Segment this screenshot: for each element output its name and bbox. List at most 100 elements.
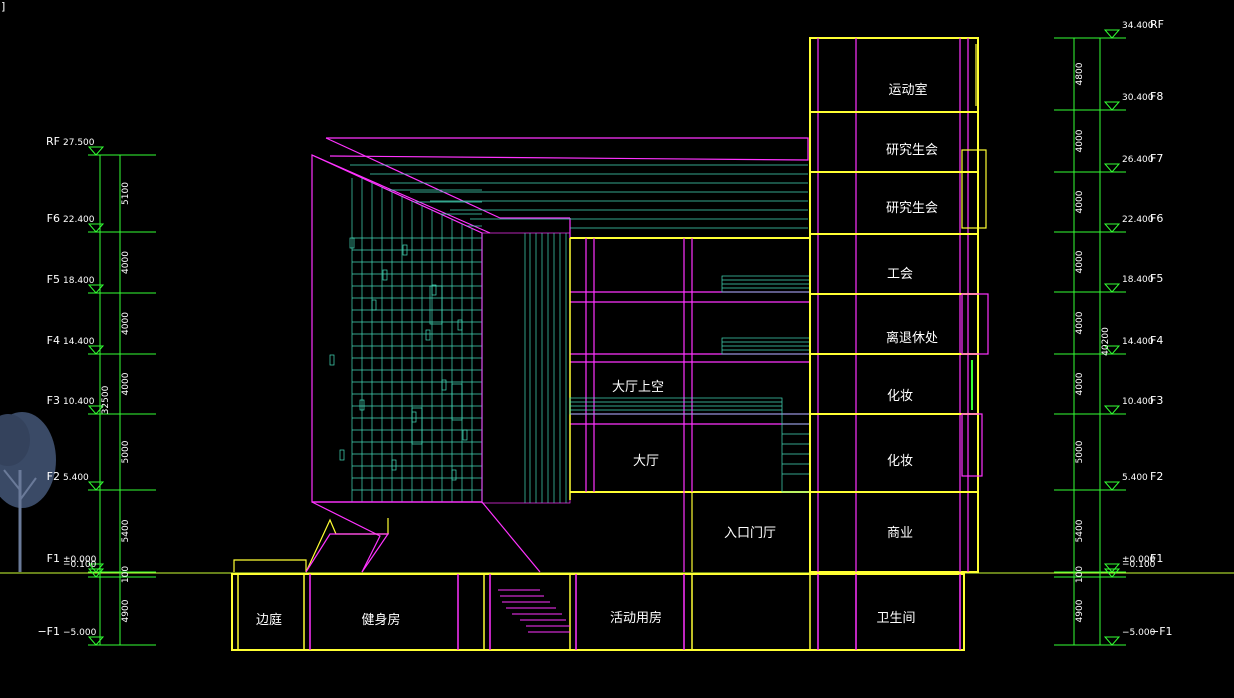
dim-total: 40200 <box>1101 327 1111 356</box>
panel <box>349 237 355 249</box>
level-elevation: −0.100 <box>1122 560 1156 570</box>
level-marker-icon <box>87 481 105 491</box>
level-elevation: 14.400 <box>1122 337 1154 347</box>
level-elevation: −5.000 <box>1122 628 1156 638</box>
level-elevation: −0.100 <box>63 560 97 570</box>
level-marker-icon <box>87 568 105 578</box>
room-retirees: 离退休处 <box>886 330 938 346</box>
level-elevation: ±0.000 <box>1122 555 1156 565</box>
right-elevation-marks: 34.400RF30.400F826.400F722.400F618.400F5… <box>1054 18 1173 646</box>
panel <box>441 379 447 391</box>
level-name: RF <box>46 135 60 148</box>
level-name: F2 <box>1150 470 1163 483</box>
room-entrance-lobby: 入口门厅 <box>724 526 776 541</box>
room-grad-union-upper: 研究生会 <box>886 143 938 158</box>
level-elevation: 18.400 <box>63 276 95 286</box>
room-restroom: 卫生间 <box>876 611 915 626</box>
dim-value: 5000 <box>121 440 131 463</box>
curtain-wall <box>311 154 483 503</box>
level-elevation: 14.400 <box>63 337 95 347</box>
dim-value: 5000 <box>1075 440 1085 463</box>
level-name: −F1 <box>37 625 60 638</box>
left-elevation-marks: 27.500RF22.400F618.400F514.400F410.400F3… <box>37 135 156 646</box>
level-name: −F1 <box>1150 625 1173 638</box>
level-marker-icon <box>1103 29 1121 39</box>
panel <box>451 469 457 481</box>
level-name: F4 <box>1150 334 1163 347</box>
dim-total: 32500 <box>101 385 111 414</box>
level-marker-icon <box>1103 481 1121 491</box>
panel <box>411 411 417 423</box>
dim-value: 5100 <box>121 182 131 205</box>
level-elevation: ±0.000 <box>63 555 97 565</box>
panel <box>402 244 408 256</box>
dim-value: 4000 <box>1075 190 1085 213</box>
level-marker-icon <box>87 636 105 646</box>
level-marker-icon <box>1103 101 1121 111</box>
panel <box>329 354 335 366</box>
room-hall-void: 大厅上空 <box>612 380 664 395</box>
dim-value: 4000 <box>121 372 131 395</box>
level-elevation: 26.400 <box>1122 155 1154 165</box>
room-grad-union-lower: 研究生会 <box>886 201 938 216</box>
level-elevation: 27.500 <box>63 138 95 148</box>
level-name: F2 <box>47 470 60 483</box>
level-elevation: 18.400 <box>1122 275 1154 285</box>
panel <box>391 459 397 471</box>
level-marker-icon <box>1103 563 1121 573</box>
panel <box>431 284 437 296</box>
room-makeup-lower: 化妆 <box>887 454 913 469</box>
level-marker-icon <box>1103 163 1121 173</box>
dim-value: 4800 <box>1075 62 1085 85</box>
level-marker-icon <box>1103 405 1121 415</box>
level-name: F4 <box>47 334 60 347</box>
tree-icon <box>0 412 56 572</box>
panel <box>359 399 365 411</box>
level-marker-icon <box>87 223 105 233</box>
dim-value: 100 <box>121 566 131 583</box>
dim-value: 4000 <box>1075 129 1085 152</box>
dim-value: 5400 <box>121 519 131 542</box>
room-activity: 活动用房 <box>610 610 662 626</box>
dim-value: 4000 <box>1075 372 1085 395</box>
tower <box>809 37 989 573</box>
level-elevation: 22.400 <box>63 215 95 225</box>
level-name: F7 <box>1150 152 1163 165</box>
level-marker-icon <box>1103 283 1121 293</box>
dim-value: 4000 <box>121 251 131 274</box>
dim-value: 4000 <box>1075 311 1085 334</box>
room-gym: 运动室 <box>888 82 927 98</box>
panel <box>382 269 388 281</box>
panel <box>462 429 468 441</box>
dim-value: 4900 <box>121 599 131 622</box>
level-marker-icon <box>1103 568 1121 578</box>
room-fitness: 健身房 <box>361 612 400 628</box>
level-elevation: 10.400 <box>1122 397 1154 407</box>
basement-stair <box>498 589 570 633</box>
roof-slab <box>311 137 809 238</box>
level-marker-icon <box>1103 345 1121 355</box>
atrium-fins <box>481 232 571 504</box>
room-makeup-upper: 化妆 <box>887 389 913 404</box>
level-elevation: 34.400 <box>1122 21 1154 31</box>
central-stairs <box>569 275 811 493</box>
level-elevation: 10.400 <box>63 397 95 407</box>
room-labor-union: 工会 <box>887 267 913 282</box>
level-marker-icon <box>87 405 105 415</box>
level-name: F5 <box>1150 272 1163 285</box>
level-marker-icon <box>87 345 105 355</box>
room-side-court: 边庭 <box>256 612 282 628</box>
level-marker-icon <box>87 563 105 573</box>
dim-value: 4000 <box>1075 250 1085 273</box>
level-name: F8 <box>1150 90 1163 103</box>
panel <box>429 285 443 325</box>
level-elevation: 5.400 <box>1122 473 1148 483</box>
panel <box>411 407 423 445</box>
level-marker-icon <box>1103 636 1121 646</box>
level-name: F1 <box>47 552 60 565</box>
level-marker-icon <box>1103 223 1121 233</box>
basement <box>231 573 965 651</box>
level-name: RF <box>1150 18 1164 31</box>
level-elevation: 30.400 <box>1122 93 1154 103</box>
